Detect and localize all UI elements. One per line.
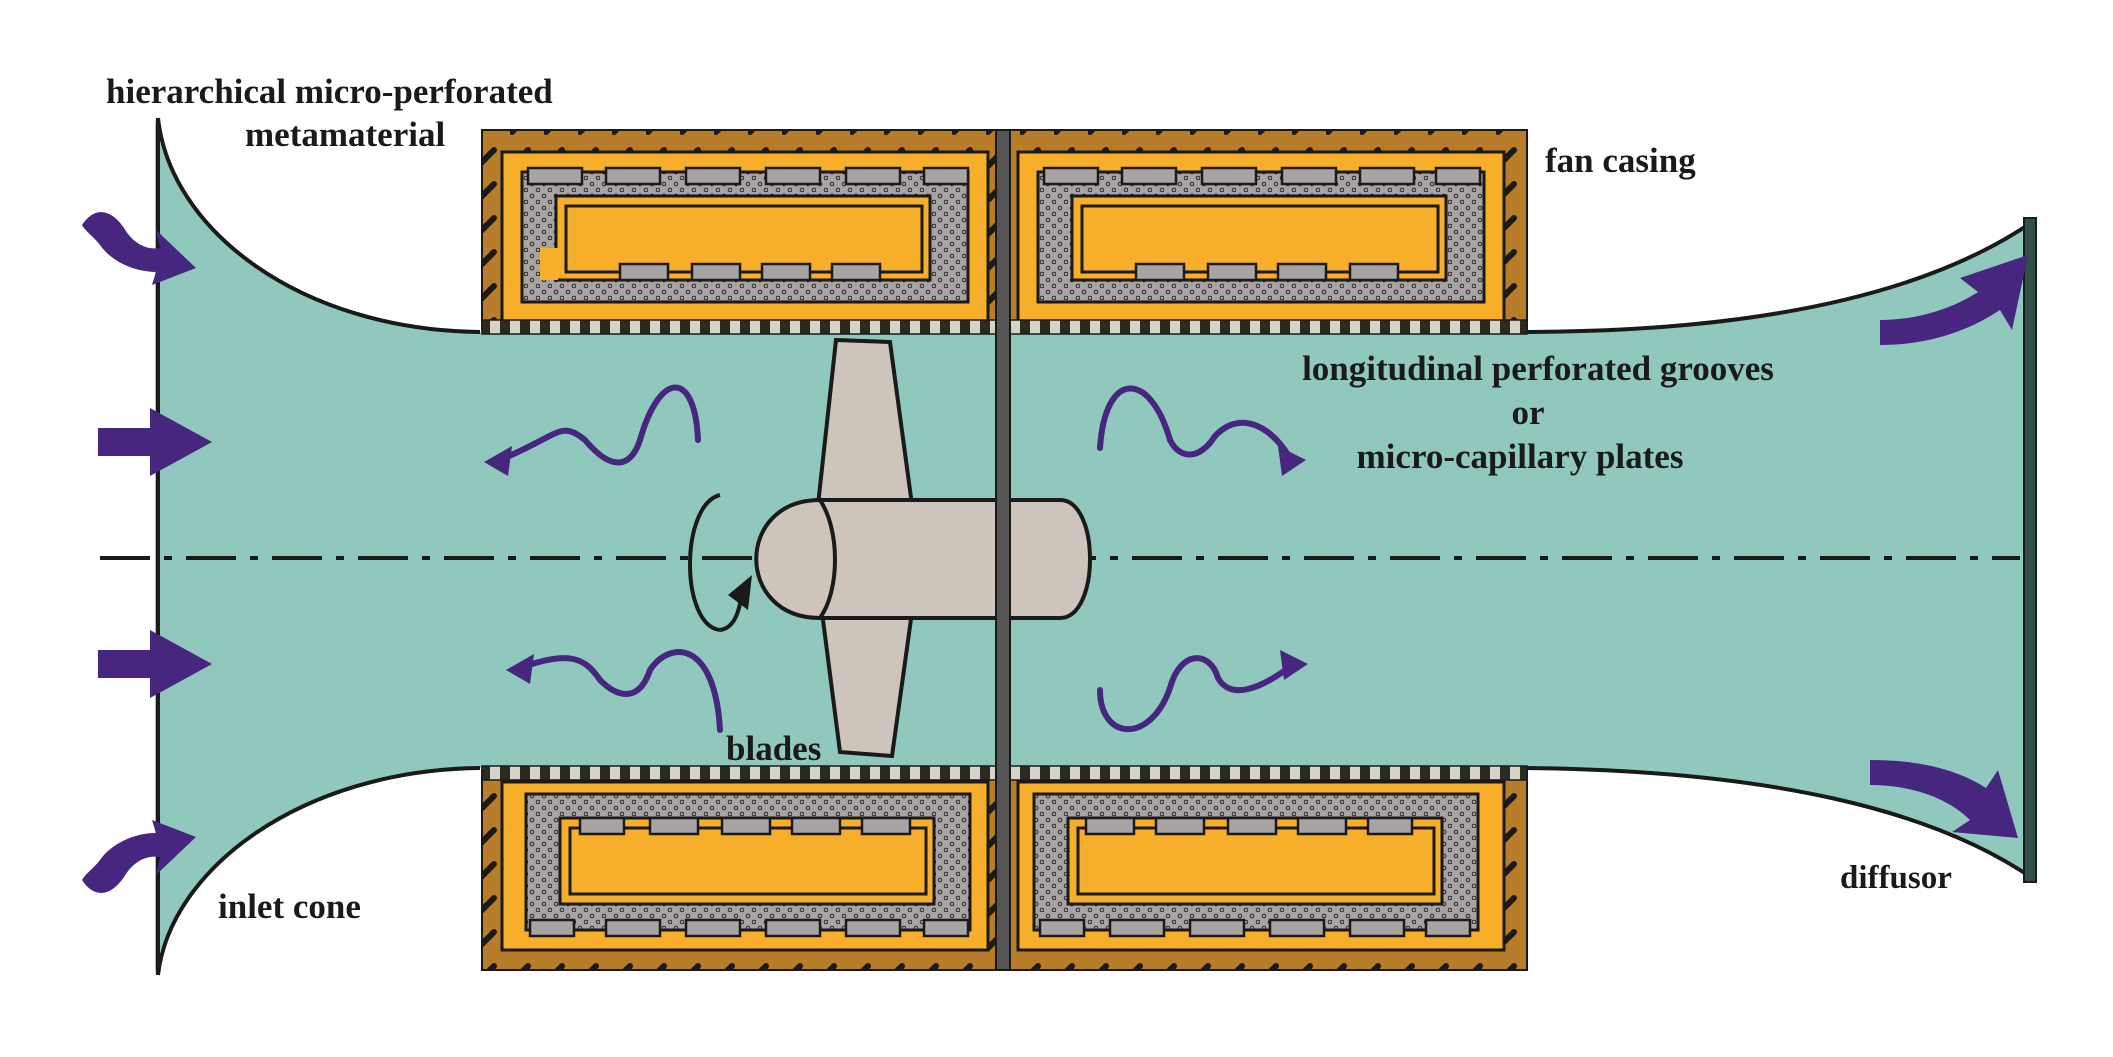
diffusor-upper-wall [1519, 218, 2037, 334]
inflow-arrows [82, 212, 2028, 893]
diffusor-lower-wall [1519, 766, 2037, 882]
wavy-arrow-icon [497, 384, 701, 466]
label-grooves-line1: longitudinal perforated grooves [1302, 349, 1774, 388]
hub-nose [754, 497, 837, 621]
lower-fan-casing [481, 765, 1528, 971]
inlet-cone-upper-wall [156, 117, 481, 334]
curved-arrow-icon [1870, 760, 2018, 838]
inlet-cone-lower-wall [156, 766, 481, 976]
label-diffusor: diffusor [1840, 860, 1952, 896]
arrow-icon [98, 630, 212, 698]
label-metamaterial-line2: metamaterial [245, 115, 445, 154]
label-grooves-line2: or [1511, 393, 1544, 432]
sound-wave-arrows [497, 384, 1295, 733]
casing-divider [995, 129, 1011, 971]
curved-arrow-icon [1880, 255, 2028, 345]
wave-arrowheads [484, 446, 1308, 684]
wavy-arrow-icon [1097, 655, 1295, 732]
curved-arrow-icon [82, 820, 196, 893]
wavy-arrow-icon [1097, 385, 1293, 461]
label-blades: blades [726, 729, 821, 768]
hub [818, 498, 1092, 620]
label-grooves-line3: micro-capillary plates [1357, 437, 1684, 476]
curved-arrow-icon [82, 212, 196, 285]
label-metamaterial-line1: hierarchical micro-perforated [106, 72, 553, 111]
arrow-icon [98, 408, 212, 476]
fan-rotor [754, 337, 1092, 759]
rotation-arrow-icon [688, 493, 752, 632]
label-fan-casing: fan casing [1545, 141, 1696, 180]
wavy-arrow-icon [517, 649, 723, 733]
label-inlet-cone: inlet cone [218, 887, 361, 926]
diffusor-rim [2023, 217, 2037, 883]
